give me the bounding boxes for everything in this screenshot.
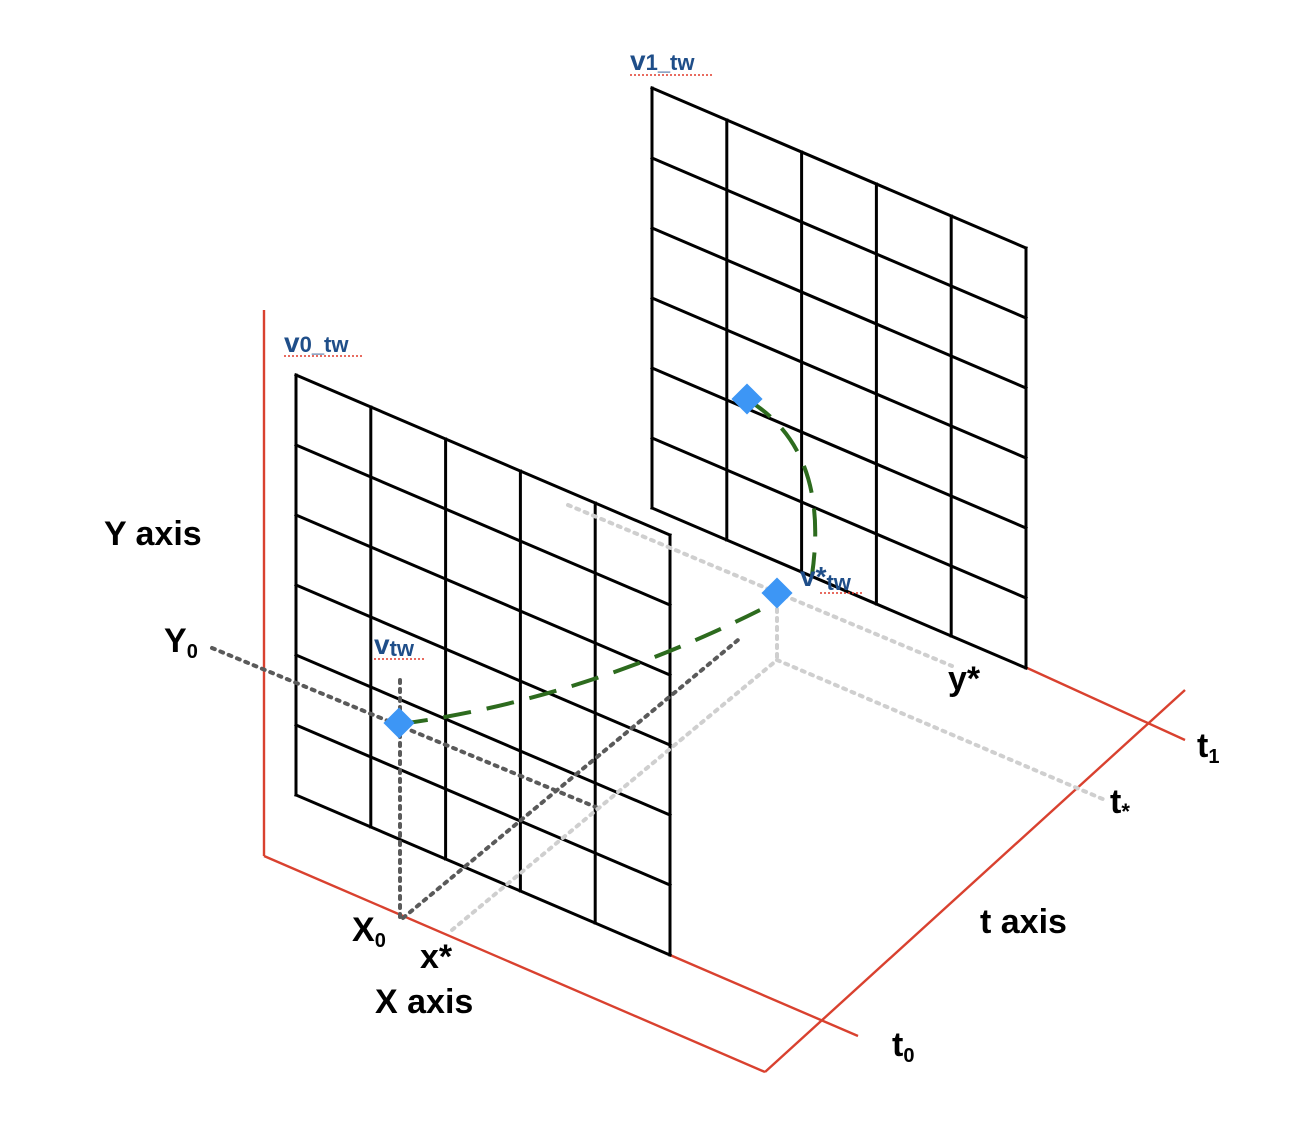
t0-line <box>669 953 859 1038</box>
x-star-guide <box>450 658 779 932</box>
axes <box>262 310 1186 1074</box>
point-v-star-tw <box>761 577 793 609</box>
interpolation-path-upper <box>746 398 818 576</box>
frame-t1-row-line <box>650 86 1028 250</box>
diag-guide <box>401 638 740 920</box>
x-axis-label: X axis <box>375 983 473 1021</box>
frame-t0-row-line <box>294 723 672 887</box>
v-star-tw-label: v*tw <box>800 561 852 595</box>
y-star-label: y* <box>948 660 981 698</box>
frame-t0-row-line <box>294 443 672 607</box>
t-star-guide <box>775 658 1107 802</box>
dark-guides <box>210 638 740 920</box>
frame-t0-row-line <box>294 583 672 747</box>
y0-label: Y0 <box>164 622 198 663</box>
frame-t0-row-line <box>294 513 672 677</box>
x-axis-line <box>263 854 766 1074</box>
t-axis-label: t axis <box>980 903 1067 941</box>
frame-t1-row-line <box>650 226 1028 390</box>
interpolation-path <box>399 608 761 726</box>
t1-line <box>1024 665 1186 742</box>
frame-t1-row-line <box>650 156 1028 320</box>
labels: Y axis X axis t axis Y0 X0 x* y* t0 t1 t… <box>104 45 1219 1067</box>
x-star-label: x* <box>420 938 453 976</box>
y-axis-label: Y axis <box>104 515 202 553</box>
frame-t1-row-line <box>650 366 1028 530</box>
t0-label: t0 <box>892 1026 914 1067</box>
v0-tw-label: v0_tw <box>284 327 349 358</box>
light-guides <box>450 503 1107 932</box>
t1-label: t1 <box>1197 727 1219 768</box>
y-star-guide <box>566 503 954 668</box>
frame-t1-row-line <box>650 506 1028 670</box>
frame-t0-row-line <box>294 653 672 817</box>
v-tw-label: vtw <box>374 629 415 661</box>
frame-t0-row-line <box>294 373 672 537</box>
frame-t1-row-line <box>650 436 1028 600</box>
v1-tw-label: v1_tw <box>630 45 695 76</box>
frame-t1-row-line <box>650 296 1028 460</box>
frame-t1-grid <box>650 86 1028 670</box>
point-v-tw <box>383 707 415 739</box>
point-v1 <box>731 383 763 415</box>
t-axis-line <box>764 689 1186 1073</box>
t-star-label: t* <box>1110 783 1130 824</box>
frame-t0-row-line <box>294 793 672 957</box>
x0-label: X0 <box>352 911 386 952</box>
frame-t0-grid <box>294 373 672 957</box>
